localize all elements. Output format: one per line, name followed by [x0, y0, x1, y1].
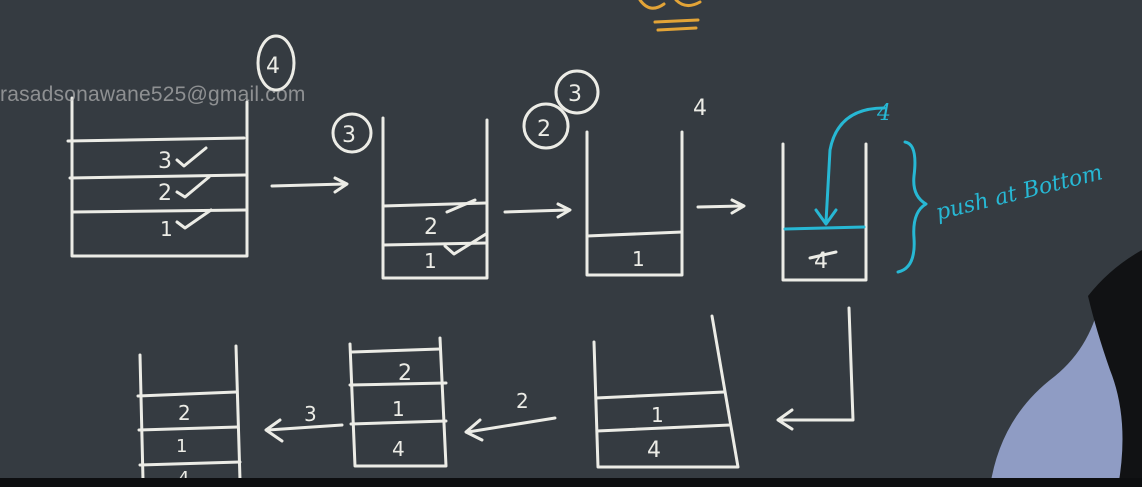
stack5-item: 1	[651, 403, 664, 427]
stack3-holding: 4	[693, 96, 707, 121]
stack2-item: 1	[424, 249, 437, 273]
arrow-right-1	[270, 176, 349, 194]
stack6-item: 4	[392, 437, 405, 461]
bottom-bar	[0, 478, 1142, 487]
heading-fragment	[638, 0, 702, 32]
stack6-item: 1	[392, 397, 405, 421]
stack2-item: 2	[424, 215, 438, 240]
push-at-bottom-note: push at Bottom	[933, 160, 1105, 226]
stack-empty-push-bottom: 4 4 push at Bottom	[781, 101, 1105, 282]
arrow-right-3	[696, 198, 746, 215]
stack5-item: 4	[647, 438, 661, 463]
arrow-left-1: 2	[464, 389, 557, 442]
stack7-item: 2	[178, 401, 191, 425]
stack1-item: 3	[158, 149, 172, 174]
arrow-right-2	[503, 202, 572, 219]
stack3-popped: 2	[537, 117, 551, 142]
email-watermark: rasadsonawane525@gmail.com	[0, 83, 306, 106]
stack4-incoming: 4	[876, 101, 891, 126]
stack-initial: 3 2 1 4	[66, 34, 296, 258]
stack1-item: 2	[158, 181, 172, 206]
presenter-figure	[990, 250, 1142, 487]
stack4-item: 4	[814, 249, 828, 274]
stack-after-pop-2: 1 2 3 4	[522, 69, 707, 277]
arrow-left-1-label: 2	[516, 389, 529, 413]
stack7-item: 4	[178, 468, 189, 487]
stack3-popped: 3	[568, 82, 582, 107]
arrow-return-down-left	[776, 306, 855, 431]
stack3-item: 1	[632, 247, 645, 271]
stack2-popped: 3	[342, 123, 356, 148]
stack6-item: 2	[398, 361, 412, 386]
stack-push-2-back: 2 1 4	[348, 336, 448, 468]
stack1-incoming: 4	[266, 54, 280, 79]
stack-push-1-back: 1 4	[592, 314, 740, 469]
stack-after-pop-3: 2 1 3	[331, 112, 489, 280]
stack7-item: 1	[176, 436, 187, 457]
arrow-left-2: 3	[264, 402, 344, 443]
stack1-item: 1	[160, 217, 173, 241]
arrow-left-2-label: 3	[304, 402, 317, 426]
stack-final: 2 1 4	[136, 344, 242, 487]
